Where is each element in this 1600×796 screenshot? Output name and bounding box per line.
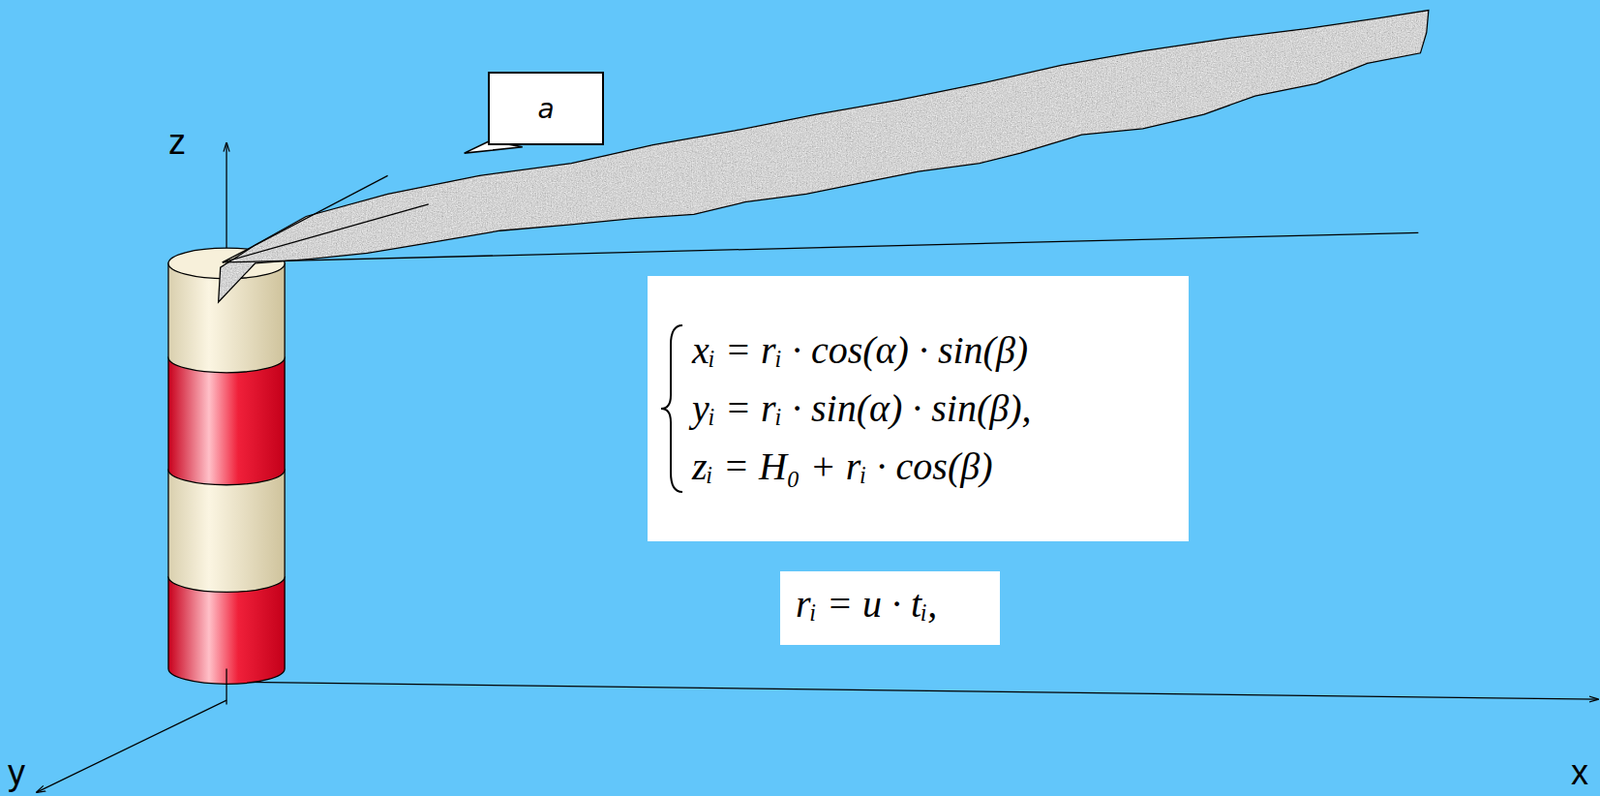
- x-axis: [226, 681, 1599, 699]
- formula-box: rᵢ = u · tᵢ,: [780, 571, 1000, 645]
- formula-text: xᵢ = rᵢ · cos(α) · sin(β): [692, 321, 1174, 380]
- smoke-plume: [218, 10, 1429, 303]
- chimney: [168, 247, 285, 684]
- formula-text: yᵢ = rᵢ · sin(α) · sin(β),: [692, 379, 1174, 438]
- axis-label: y: [7, 754, 26, 790]
- callout-box: a: [487, 71, 604, 146]
- brace: [647, 275, 693, 542]
- formula-text: rᵢ = u · tᵢ,: [795, 580, 985, 627]
- formula-text: zᵢ = H₀ + rᵢ · cos(β): [692, 437, 1174, 496]
- axis-label: z: [168, 124, 186, 160]
- axis-label: x: [1570, 754, 1589, 790]
- angle-lines: [222, 175, 1419, 263]
- formula-box: xᵢ = rᵢ · cos(α) · sin(β)yᵢ = rᵢ · sin(α…: [647, 275, 1189, 542]
- z-axis: [225, 143, 227, 264]
- formula-text: a: [537, 92, 554, 125]
- y-axis: [36, 699, 227, 792]
